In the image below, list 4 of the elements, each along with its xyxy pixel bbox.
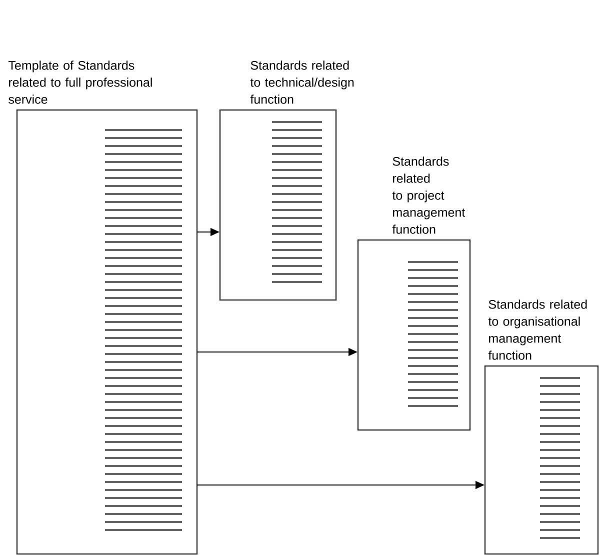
box-heading: Standards related to technical/design function — [250, 60, 354, 104]
box-heading: Template of Standards related to full professional service — [8, 60, 152, 104]
box-heading: Standards related to organisational management function — [488, 300, 587, 360]
box-heading: Standards related to project management function — [392, 156, 466, 234]
